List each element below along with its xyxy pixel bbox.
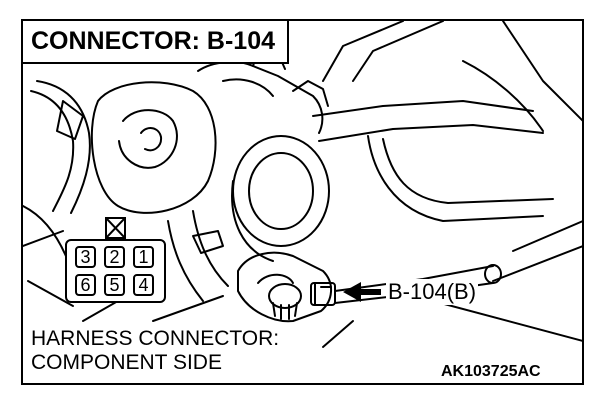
connector-lock-tab xyxy=(105,217,126,239)
diagram-frame: CONNECTOR: B-104 3 2 1 6 5 4 B-104(B) HA… xyxy=(21,19,584,385)
caption-line-2: COMPONENT SIDE xyxy=(31,351,226,375)
connector-callout-label: B-104(B) xyxy=(386,279,479,305)
caption-line-1: HARNESS CONNECTOR: xyxy=(31,327,284,351)
pin-5: 5 xyxy=(104,274,125,296)
pin-4: 4 xyxy=(133,274,154,296)
pin-1: 1 xyxy=(133,246,154,268)
connector-face: 3 2 1 6 5 4 xyxy=(65,217,166,303)
connector-housing: 3 2 1 6 5 4 xyxy=(65,239,166,303)
lock-tab-cross-icon xyxy=(107,219,124,237)
pin-6: 6 xyxy=(75,274,96,296)
pin-2: 2 xyxy=(104,246,125,268)
diagram-title: CONNECTOR: B-104 xyxy=(23,21,290,64)
pin-3: 3 xyxy=(75,246,96,268)
figure-code: AK103725AC xyxy=(441,362,541,382)
